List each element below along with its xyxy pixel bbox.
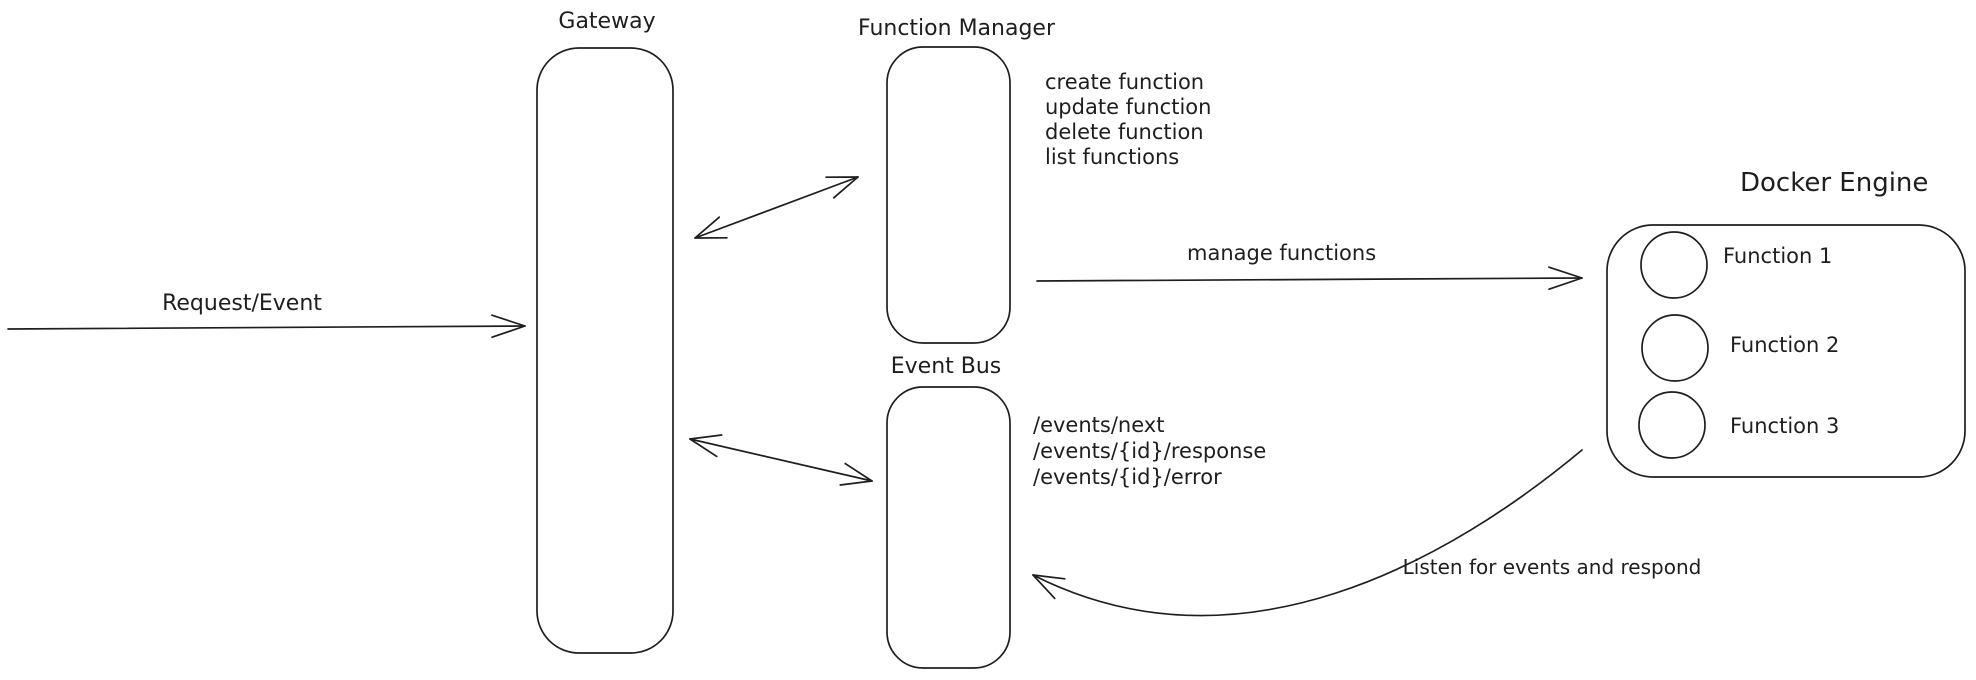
endpoint-item: /events/next	[1033, 413, 1165, 437]
arrowhead-icon	[1032, 574, 1066, 600]
request-event-label: Request/Event	[162, 291, 322, 316]
docker-engine-box	[1606, 224, 1966, 478]
function-manager-title: Function Manager	[858, 16, 1056, 41]
endpoint-item: /events/{id}/response	[1033, 439, 1267, 463]
listen-events-curve	[1032, 449, 1583, 617]
gateway-event-bus-arrow	[689, 434, 873, 486]
arrowhead-icon	[839, 462, 873, 486]
endpoint-item: /events/{id}/error	[1033, 465, 1222, 489]
manage-functions-arrow	[1036, 266, 1583, 291]
arrowhead-icon	[1548, 266, 1583, 291]
operation-item: create function	[1045, 70, 1205, 94]
gateway-event-bus-line	[689, 438, 873, 482]
docker-engine-title: Docker Engine	[1740, 168, 1929, 198]
gateway-function-manager-line	[694, 176, 859, 239]
function-1-label: Function 1	[1723, 244, 1833, 268]
function-3-label: Function 3	[1730, 414, 1840, 438]
manage-functions-line	[1036, 277, 1583, 282]
gateway-title: Gateway	[558, 9, 656, 34]
function-1-circle	[1640, 231, 1708, 299]
event-bus-box	[886, 386, 1011, 669]
gateway-function-manager-arrow	[694, 176, 859, 239]
event-bus-title: Event Bus	[890, 354, 1002, 379]
function-3-circle	[1638, 391, 1706, 459]
listen-events-label: Listen for events and respond	[1402, 555, 1702, 579]
arrowhead-icon	[825, 176, 859, 199]
event-bus-endpoints: /events/next /events/{id}/response /even…	[1033, 412, 1266, 490]
operation-item: update function	[1045, 95, 1212, 119]
listen-events-arrow	[1032, 449, 1583, 617]
operation-item: list functions	[1045, 145, 1180, 169]
function-manager-box	[886, 46, 1011, 344]
request-event-arrow	[7, 314, 526, 339]
function-2-circle	[1641, 314, 1709, 382]
function-manager-operations: create function update function delete f…	[1045, 70, 1211, 170]
arrowhead-icon	[689, 434, 723, 458]
arrowhead-icon	[491, 314, 526, 339]
gateway-box	[536, 47, 674, 654]
manage-functions-label: manage functions	[1187, 241, 1377, 265]
arrowhead-icon	[694, 216, 728, 239]
request-event-arrow-line	[7, 325, 526, 330]
operation-item: delete function	[1045, 120, 1204, 144]
function-2-label: Function 2	[1730, 333, 1840, 357]
